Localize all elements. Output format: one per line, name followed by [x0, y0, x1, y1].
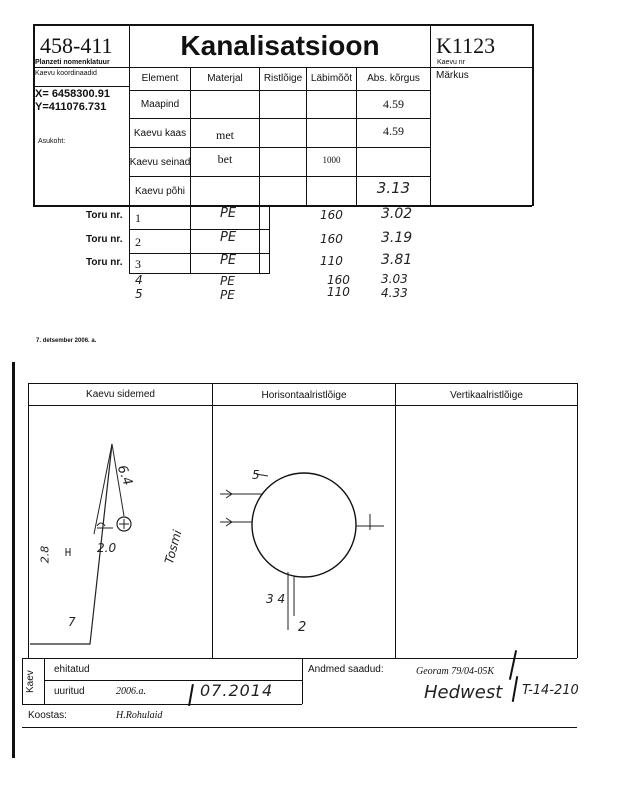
- built-label: ehitatud: [54, 664, 90, 675]
- col-diameter: Läbimõõt: [310, 73, 353, 84]
- binding-bar: [12, 362, 15, 758]
- dist-label: 7: [68, 615, 76, 629]
- coords-caption: Kaevu koordinaadid: [35, 70, 97, 77]
- dist-label: 2.0: [97, 541, 117, 555]
- pipe-number: 1: [135, 211, 141, 225]
- well-id: K1123: [436, 33, 496, 58]
- pipe-note: 5: [252, 468, 260, 482]
- compiled-value: H.Rohulaid: [116, 710, 163, 721]
- pipe-label: Toru nr.: [86, 257, 123, 268]
- col-material: Materjal: [207, 73, 243, 84]
- extra-pipe-number: 4: [135, 273, 143, 287]
- extra-pipe-number: 5: [135, 287, 143, 301]
- row-material: bet: [217, 151, 233, 166]
- col-element: Element: [141, 73, 179, 84]
- map-caption: Planzeti nomenklatuur: [35, 59, 110, 66]
- well-caption: Kaevu nr: [437, 59, 466, 66]
- pipe-note: 2: [298, 620, 307, 635]
- data-from-value: Georam 79/04-05K: [416, 666, 495, 677]
- signature-code: T-14-210: [522, 683, 579, 698]
- location-label: Asukoht:: [38, 138, 66, 145]
- map-number: 458-411: [40, 33, 113, 58]
- extra-pipe-height: 3.03: [381, 272, 408, 286]
- pipe-number: 3: [135, 257, 141, 271]
- row-label: Kaevu seinad: [129, 156, 191, 168]
- pipe-diameter: 110: [320, 254, 343, 268]
- pipe-diameter: 160: [320, 232, 343, 246]
- col-abs-height: Abs. kõrgus: [367, 73, 420, 84]
- extra-pipe-diameter: 160: [327, 273, 350, 287]
- data-from-label: Andmed saadud:: [308, 664, 384, 675]
- side-label: Kaev: [25, 670, 36, 693]
- measured-label: uuritud: [54, 686, 85, 697]
- row-label: Maapind: [140, 99, 180, 110]
- pipe-note: 3 4: [266, 592, 286, 606]
- pipe-material: PE: [220, 230, 237, 245]
- row-label: Kaevu kaas: [133, 127, 187, 139]
- col-cross: Ristlõige: [263, 73, 303, 84]
- extra-pipe-material: PE: [220, 274, 235, 288]
- page-title: Kanalisatsioon: [180, 30, 380, 61]
- extra-pipe-diameter: 110: [327, 285, 350, 299]
- row-diameter: 1000: [322, 155, 341, 165]
- pipe-material: PE: [220, 206, 237, 221]
- measured-year: 2006.a.: [116, 686, 146, 697]
- pipe-height: 3.81: [381, 252, 413, 268]
- pipe-material: PE: [220, 253, 237, 268]
- pipe-label: Toru nr.: [86, 210, 123, 221]
- signature: Hedwest: [424, 682, 503, 703]
- extra-pipe-height: 4.33: [381, 286, 408, 300]
- document-date: 7. detsember 2006. a.: [36, 338, 97, 344]
- row-material: met: [216, 127, 234, 142]
- row-label: Kaevu põhi: [134, 185, 186, 197]
- pipe-number: 2: [135, 235, 141, 249]
- coord-x: X= 6458300.91: [35, 88, 110, 100]
- sketch-col-ties: Kaevu sidemed: [86, 388, 155, 400]
- extra-pipe-material: PE: [220, 288, 235, 302]
- compiled-label: Koostas:: [28, 710, 67, 721]
- col-remarks: Märkus: [436, 70, 469, 81]
- pipe-height: 3.02: [381, 206, 413, 222]
- pipe-label: Toru nr.: [86, 234, 123, 245]
- coord-y: Y=411076.731: [35, 101, 107, 113]
- pipe-height: 3.19: [381, 230, 413, 246]
- measured-date: 07.2014: [200, 681, 274, 700]
- row-height: 4.59: [383, 123, 404, 138]
- sketch-col-vertical: Vertikaalristlõige: [450, 389, 523, 401]
- row-height: 4.59: [383, 97, 404, 111]
- sketch-col-horizontal: Horisontaalristlõige: [261, 389, 347, 401]
- pipe-diameter: 160: [320, 208, 343, 222]
- row-height: 3.13: [376, 179, 411, 197]
